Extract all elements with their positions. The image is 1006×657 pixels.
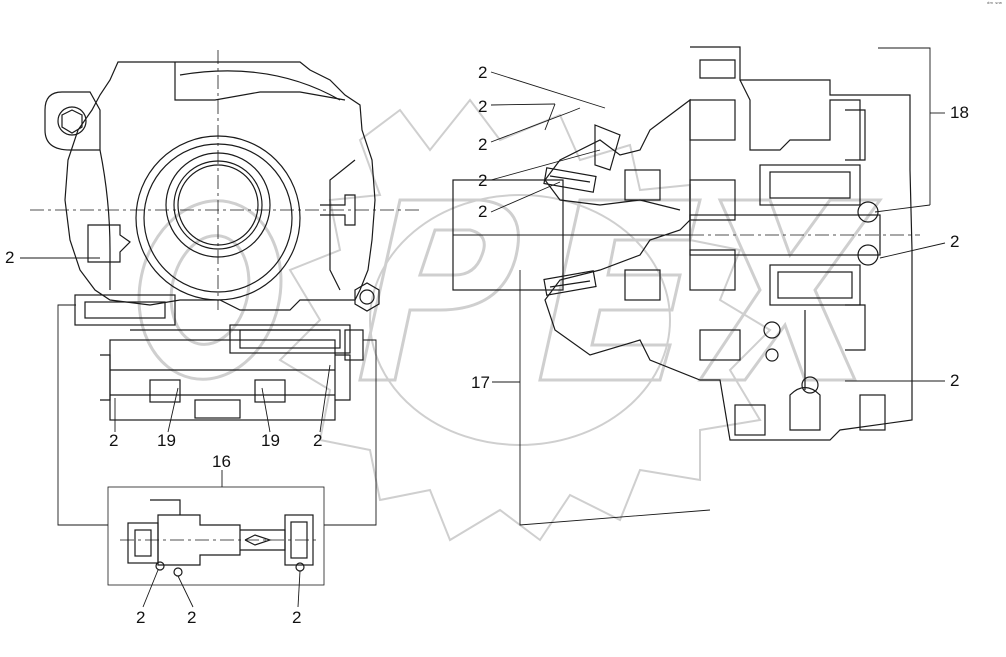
callout-2-right-a: 2 — [950, 232, 960, 251]
right-section-view — [452, 46, 920, 441]
watermark-logo — [278, 98, 772, 542]
callout-2-detail-c: 2 — [292, 608, 302, 627]
callout-2-top-d: 2 — [478, 171, 488, 190]
watermark-letters — [137, 198, 883, 382]
callout-2-detail-a: 2 — [136, 608, 146, 627]
callout-19-b: 19 — [261, 431, 280, 450]
left-housing-view — [30, 50, 420, 312]
callout-2-valve-a: 2 — [109, 431, 119, 450]
callout-2-detail-b: 2 — [187, 608, 197, 627]
leader-lines — [20, 71, 946, 608]
callout-2-top-a: 2 — [478, 63, 488, 82]
callout-17: 17 — [471, 373, 490, 392]
callout-2-top-e: 2 — [478, 202, 488, 221]
callout-2-top-b: 2 — [478, 97, 488, 116]
callout-2-right-b: 2 — [950, 371, 960, 390]
callout-2-valve-b: 2 — [313, 431, 323, 450]
callout-2-left: 2 — [5, 248, 15, 267]
callout-16: 16 — [212, 452, 231, 471]
bearing-upper — [543, 167, 597, 193]
bearing-lower — [543, 270, 597, 296]
callout-2-top-c: 2 — [478, 135, 488, 154]
callout-18: 18 — [950, 103, 969, 122]
corner-mark: ᵈᵐ ˢʳʷ — [987, 1, 1002, 8]
connector-lines — [57, 47, 931, 526]
callout-19-a: 19 — [157, 431, 176, 450]
detail-16-cartridge — [107, 486, 325, 586]
valve-section — [74, 294, 364, 421]
